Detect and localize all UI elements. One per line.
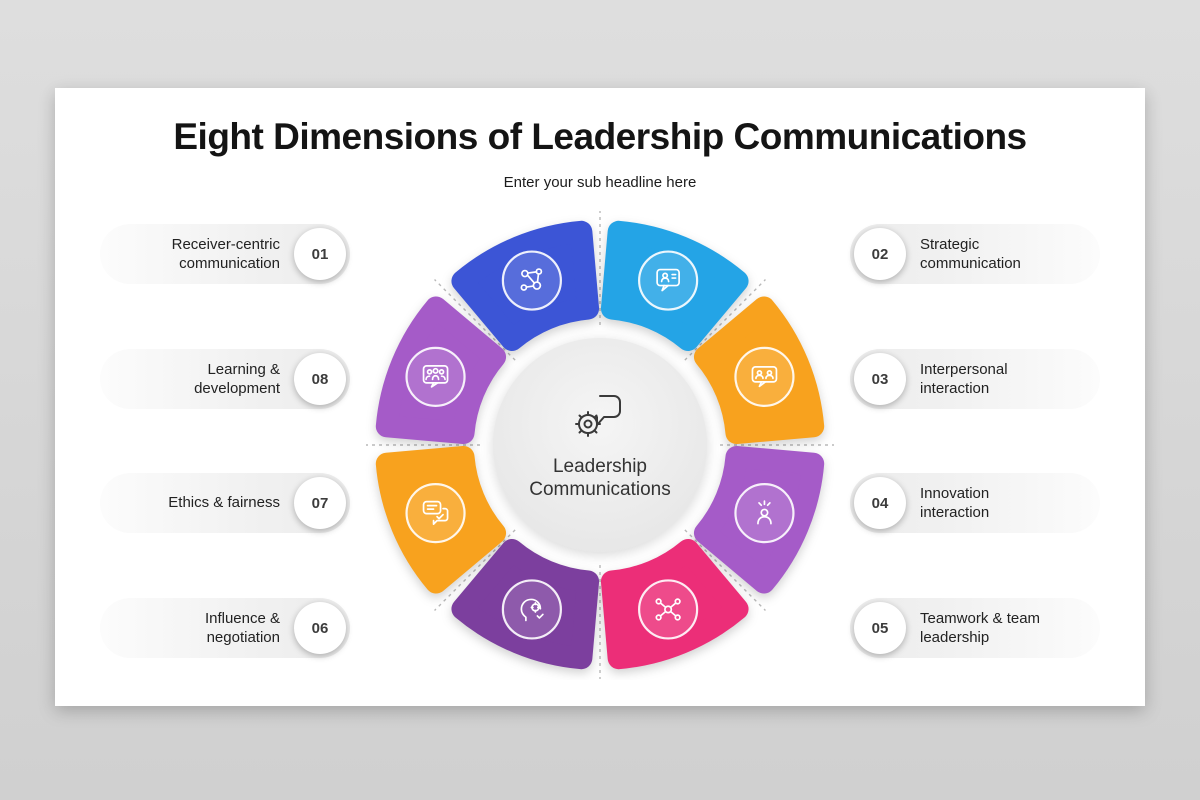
- item-pill: Influence & negotiation 06: [100, 598, 350, 658]
- item-number-badge: 01: [294, 228, 346, 280]
- item-label: Strategic communication: [920, 235, 1021, 272]
- item-number-badge: 06: [294, 602, 346, 654]
- item-label: Receiver-centric communication: [171, 235, 280, 272]
- item-pill: Ethics & fairness 07: [100, 473, 350, 533]
- item-pill: 03 Interpersonal interaction: [850, 349, 1100, 409]
- center-label-line1: Leadership: [553, 456, 647, 477]
- item-label: Innovation interaction: [920, 484, 990, 521]
- leadership-communications-diagram: Leadership Communications: [366, 211, 834, 679]
- item-pill: Learning & development 08: [100, 349, 350, 409]
- gap-dash-line: [434, 279, 516, 361]
- item-label: Interpersonal interaction: [920, 360, 1008, 397]
- item-number-badge: 04: [854, 477, 906, 529]
- item-label: Learning & development: [194, 360, 280, 397]
- dimension-row-03: 03 Interpersonal interaction: [850, 348, 1100, 410]
- center-circle: [493, 338, 707, 552]
- item-number-badge: 05: [854, 602, 906, 654]
- item-pill: Receiver-centric communication 01: [100, 224, 350, 284]
- item-pill: 04 Innovation interaction: [850, 473, 1100, 533]
- petal-icon-badges: [405, 250, 795, 640]
- petal-badge-bottom-right: [638, 579, 699, 640]
- gap-dash-line: [434, 529, 516, 611]
- item-pill: 05 Teamwork & team leadership: [850, 598, 1100, 658]
- item-label: Influence & negotiation: [204, 609, 280, 646]
- slide-canvas: Eight Dimensions of Leadership Communica…: [55, 88, 1145, 706]
- petal-badge-left-upper: [405, 346, 466, 407]
- gear-speech-bubble-icon: [575, 395, 621, 437]
- dimension-row-06: Influence & negotiation 06: [100, 597, 350, 659]
- petal-bottom-left: [451, 538, 600, 670]
- gap-dash-line: [684, 279, 766, 361]
- gap-dash-line: [684, 529, 766, 611]
- center-label-line2: Communications: [529, 479, 671, 500]
- item-number-badge: 08: [294, 353, 346, 405]
- item-number-badge: 02: [854, 228, 906, 280]
- item-label: Ethics & fairness: [168, 494, 280, 512]
- item-pill: 02 Strategic communication: [850, 224, 1100, 284]
- item-number-badge: 07: [294, 477, 346, 529]
- petal-badge-right-lower: [734, 483, 795, 544]
- petal-badge-right-upper: [734, 346, 795, 407]
- dimension-row-05: 05 Teamwork & team leadership: [850, 597, 1100, 659]
- dimension-row-01: Receiver-centric communication 01: [100, 223, 350, 285]
- dimension-row-02: 02 Strategic communication: [850, 223, 1100, 285]
- slide-subtitle: Enter your sub headline here: [503, 174, 697, 191]
- dimension-row-07: Ethics & fairness 07: [100, 472, 350, 534]
- petal-left-lower: [375, 445, 507, 594]
- dimension-row-04: 04 Innovation interaction: [850, 472, 1100, 534]
- gap-dash-lines: [366, 211, 834, 679]
- slide-title: Eight Dimensions of Leadership Communica…: [173, 116, 1027, 157]
- item-number-badge: 03: [854, 353, 906, 405]
- dimension-row-08: Learning & development 08: [100, 348, 350, 410]
- item-label: Teamwork & team leadership: [920, 609, 1041, 646]
